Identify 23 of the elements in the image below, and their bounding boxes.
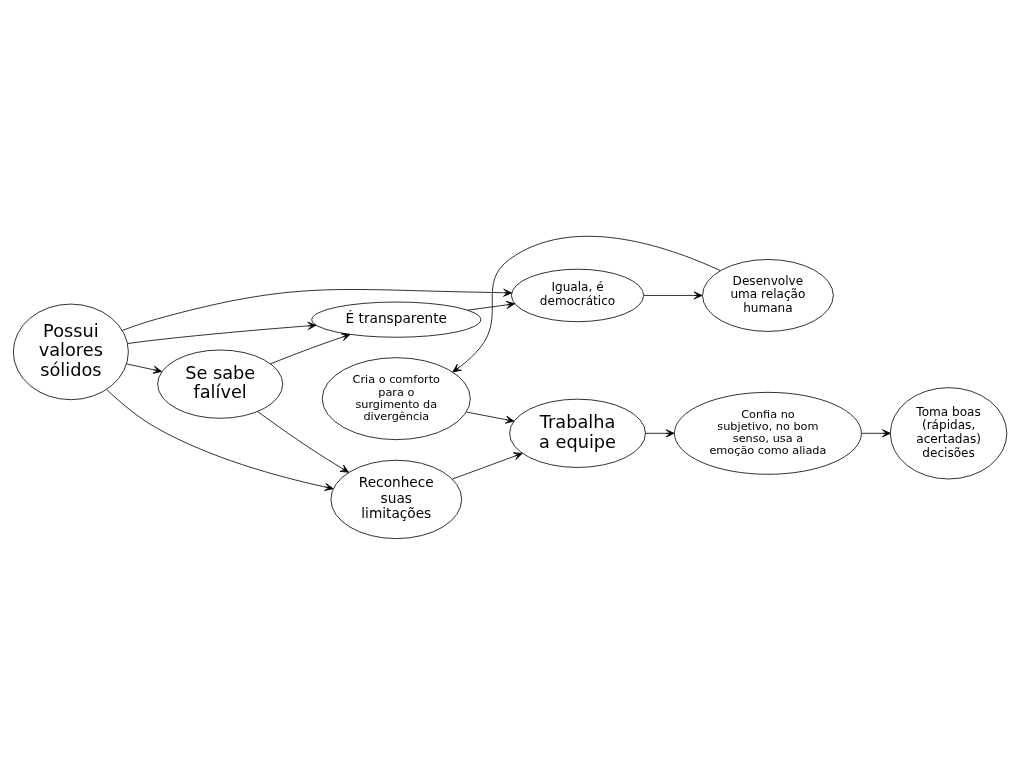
node-ellipse: Toma boas (rápidas, acertadas) decisões: [889, 387, 1007, 480]
node-ellipse: Se sabe falível: [156, 349, 283, 419]
arrow: [466, 300, 515, 311]
arrow: [105, 389, 334, 491]
arrow: [126, 321, 316, 344]
node-ellipse: Reconhece suas limitações: [329, 459, 462, 539]
arrow: [256, 411, 349, 473]
arrow: [451, 452, 523, 480]
node-ellipse: Cria o comforto para o surgimento da divergência: [321, 357, 471, 441]
arrow: [860, 429, 891, 438]
arrow: [269, 333, 350, 365]
arrow: [125, 363, 162, 374]
node-ellipse: Desenvolve uma relação humana: [701, 259, 834, 332]
node-ellipse: Iguala, é democrático: [510, 268, 644, 323]
arrow: [642, 291, 702, 300]
arrow: [451, 236, 721, 373]
arrow: [121, 288, 512, 331]
arrow: [644, 429, 675, 438]
arrow: [465, 411, 514, 424]
node-ellipse: Possui valores sólidos: [12, 303, 129, 401]
node-ellipse: Trabalha a equipe: [508, 398, 646, 468]
node-ellipse: É transparente: [310, 301, 481, 338]
node-ellipse: Confia no subjetivo, no bom senso, usa a emoção como aliada: [673, 391, 862, 475]
